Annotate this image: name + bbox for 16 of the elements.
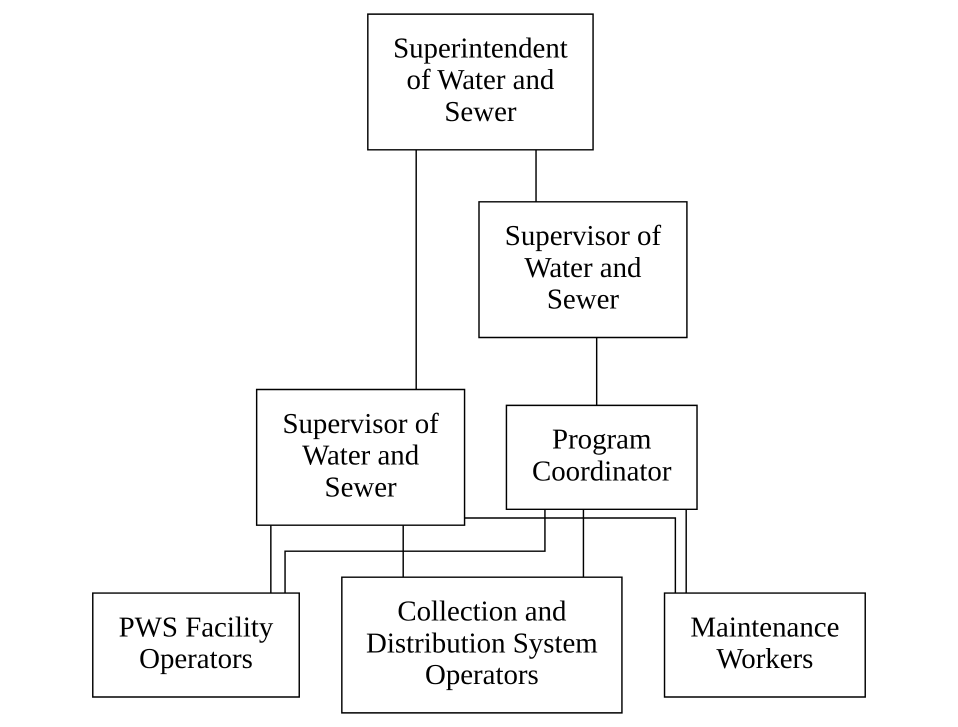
node-box: Supervisor of Water and Sewer: [256, 388, 466, 526]
connector: [402, 526, 404, 578]
connector: [535, 150, 537, 202]
node-box: Collection and Distribution System Operators: [341, 576, 623, 714]
node-box: Maintenance Workers: [664, 592, 866, 698]
connector: [596, 338, 598, 406]
connector: [582, 510, 584, 577]
connector: [685, 510, 687, 594]
node-box: Superintendent of Water and Sewer: [367, 13, 594, 151]
node-box: PWS Facility Operators: [92, 592, 300, 698]
connector: [270, 526, 272, 593]
node-box: Supervisor of Water and Sewer: [478, 201, 688, 338]
connector: [284, 510, 546, 593]
connector: [464, 517, 676, 593]
connector: [415, 150, 417, 390]
node-box: Program Coordinator: [506, 404, 698, 510]
